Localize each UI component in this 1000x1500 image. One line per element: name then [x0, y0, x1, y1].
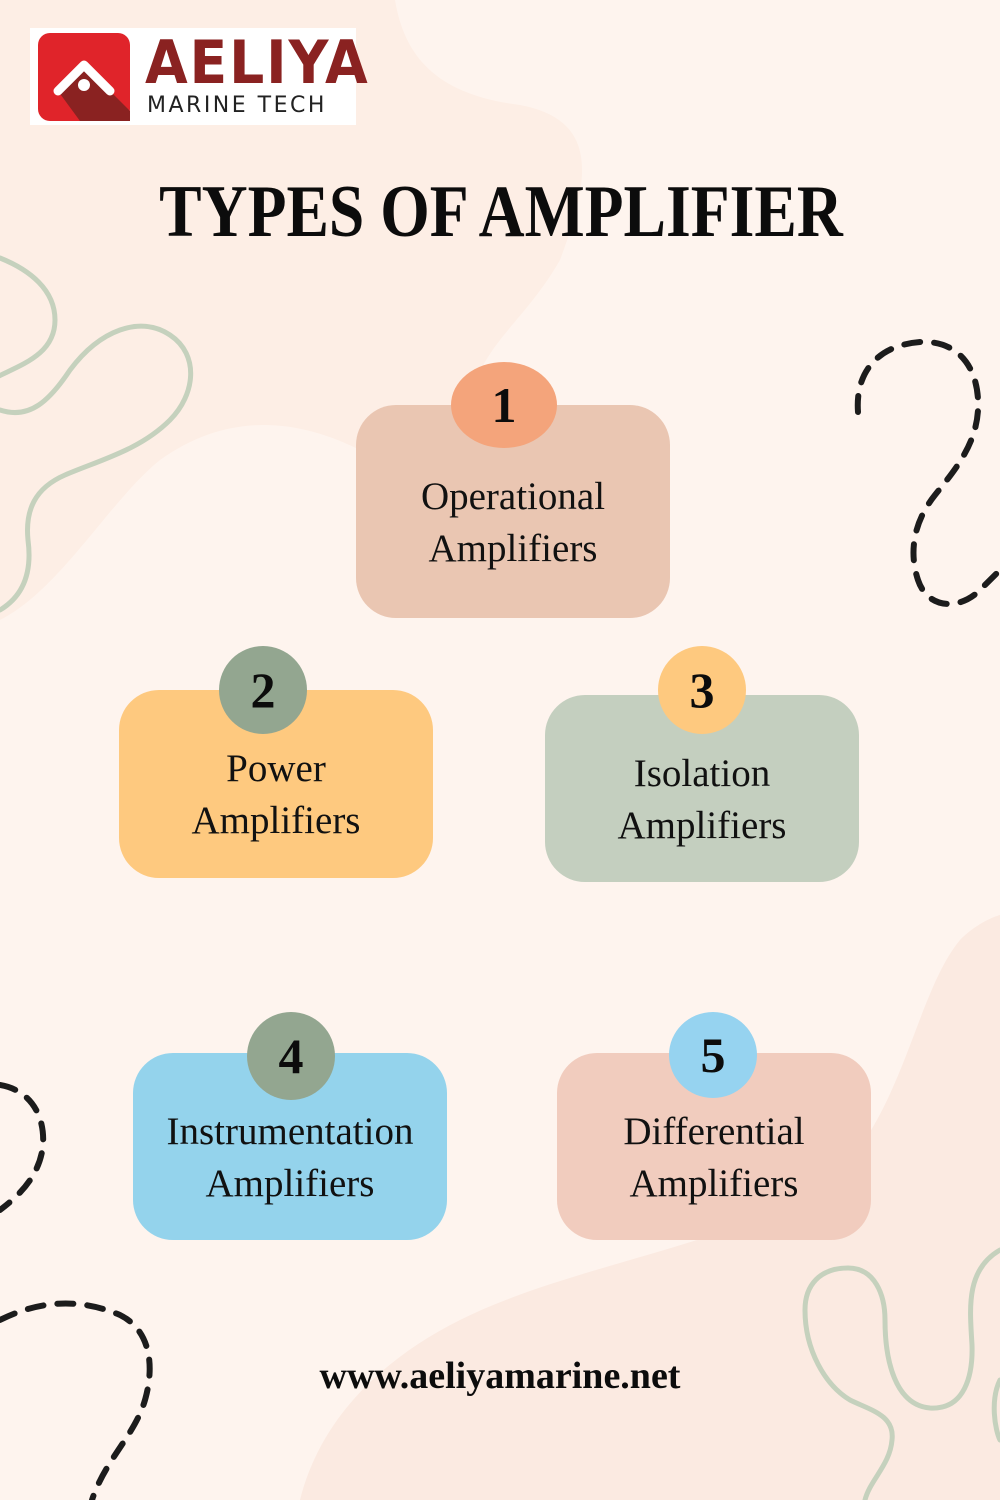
number-badge-1: 1 — [451, 362, 557, 448]
brand-tagline: MARINE TECH — [147, 93, 327, 118]
squiggle-line-bottom-right — [802, 1247, 1000, 1500]
dashed-curve-bottom-left — [0, 1300, 153, 1500]
number-badge-2: 2 — [219, 646, 307, 734]
card-label: Differential Amplifiers — [623, 1109, 805, 1205]
squiggle-line-top-left — [0, 255, 194, 613]
number-badge-5: 5 — [669, 1012, 757, 1098]
page-title: TYPES OF AMPLIFIER — [159, 171, 843, 253]
card-label: Operational Amplifiers — [420, 474, 606, 570]
card-label: Power Amplifiers — [191, 747, 361, 842]
number-badge-3: 3 — [658, 646, 746, 734]
house-roof-icon — [38, 33, 130, 121]
website-url: www.aeliyamarine.net — [319, 1355, 681, 1397]
number-badge-4: 4 — [247, 1012, 335, 1100]
amplifier-card-power: Power Amplifiers — [119, 690, 433, 878]
background-blob-bottom — [300, 915, 1000, 1500]
card-label: Instrumentation Amplifiers — [166, 1109, 414, 1205]
brand-wordmark: AELIYA — [145, 28, 370, 98]
dashed-loop-top-right — [854, 338, 1000, 607]
dashed-arc-left — [0, 1082, 47, 1213]
card-label: Isolation Amplifiers — [617, 751, 787, 847]
brand-logo: AELIYA MARINE TECH — [30, 28, 368, 125]
